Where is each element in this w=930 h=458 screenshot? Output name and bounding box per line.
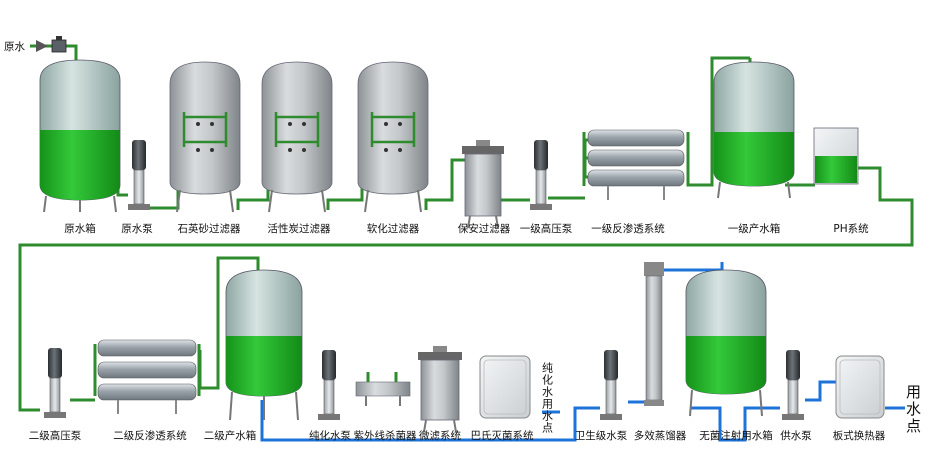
label-quartz-sand-filter: 石英砂过滤器 [178, 222, 241, 235]
label-microfiltration-system: 微滤系统 [419, 429, 461, 442]
multi-effect-distiller-column [644, 262, 664, 406]
softening-filter [357, 61, 429, 213]
plate-heat-exchanger-box [835, 355, 885, 419]
secondary-ro-membranes [93, 339, 201, 414]
pasteur-sterilization-box [479, 355, 531, 419]
sanitary-pump-icon [600, 350, 622, 420]
label-security-filter: 保安过滤器 [458, 222, 511, 235]
raw-water-pump-icon [128, 140, 150, 210]
activated-carbon-filter [261, 61, 333, 213]
blue-pipe-network [260, 262, 905, 442]
label-primary-ro-system: 一级反渗透系统 [591, 222, 665, 235]
quartz-sand-filter [169, 61, 241, 213]
uv-sterilizer-icon [355, 372, 411, 406]
label-multi-effect-distiller: 多效蒸馏器 [634, 429, 687, 442]
label-plate-heat-exchanger: 板式换热器 [833, 429, 886, 442]
label-wfi-tank: 无菌注射用水箱 [699, 429, 773, 442]
side-label-purified-water-point: 纯化水用水点 [541, 362, 554, 434]
inlet-label: 原水 [4, 41, 25, 53]
label-secondary-hp-pump: 二级高压泵 [29, 429, 82, 442]
label-purified-water-pump: 纯化水泵 [309, 429, 351, 442]
purified-water-pump-icon [318, 350, 340, 420]
label-raw-water-pump: 原水泵 [121, 223, 153, 235]
label-uv-sterilizer: 紫外线杀菌器 [354, 429, 417, 442]
label-secondary-ro-system: 二级反渗透系统 [113, 429, 187, 442]
inlet-valve-icon [36, 36, 67, 53]
label-supply-pump: 供水泵 [780, 429, 812, 442]
microfiltration-filter [418, 346, 462, 433]
label-activated-carbon-filter: 活性炭过滤器 [268, 222, 331, 235]
label-raw-water-tank: 原水箱 [64, 222, 96, 235]
wfi-tank [685, 269, 767, 417]
label-softening-filter: 软化过滤器 [367, 222, 420, 235]
label-ph-system: PH系统 [833, 222, 869, 235]
primary-product-tank [713, 61, 795, 199]
label-sanitary-pump: 卫生级水泵 [575, 429, 628, 442]
primary-ro-membranes [582, 129, 690, 200]
label-primary-hp-pump: 一级高压泵 [520, 222, 573, 235]
ph-system-tank [813, 127, 859, 185]
supply-pump-icon [782, 350, 804, 420]
label-pasteur-sterilization: 巴氏灭菌系统 [471, 429, 534, 442]
label-secondary-product-tank: 二级产水箱 [204, 429, 257, 442]
primary-hp-pump-icon [530, 140, 552, 210]
secondary-product-tank [225, 269, 303, 421]
raw-water-tank [39, 59, 121, 213]
secondary-hp-pump-icon [44, 348, 66, 418]
label-primary-product-tank: 一级产水箱 [728, 222, 781, 235]
outlet-label: 用水点 [904, 384, 922, 435]
security-filter [462, 140, 504, 229]
